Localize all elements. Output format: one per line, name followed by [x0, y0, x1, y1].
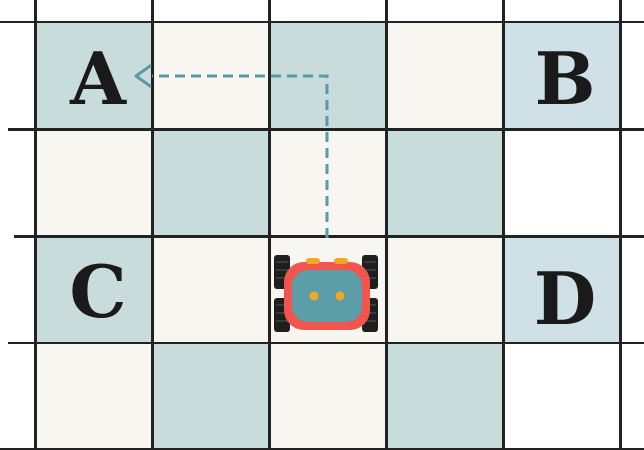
robot-car-icon[interactable] [0, 0, 644, 450]
grid-board: A B C D [0, 0, 644, 450]
